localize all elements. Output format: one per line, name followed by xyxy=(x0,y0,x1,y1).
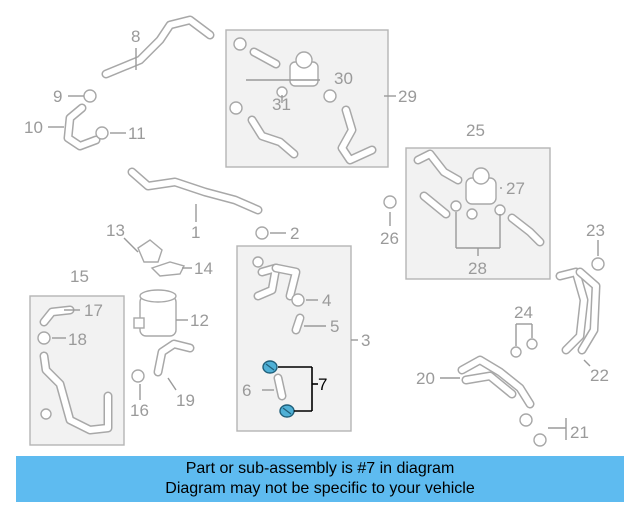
clamp-29-c xyxy=(323,89,337,103)
hose-6 xyxy=(273,373,287,401)
leader-lines xyxy=(48,48,599,440)
clamp-9 xyxy=(83,89,97,103)
hose-29-c xyxy=(337,105,377,165)
clamp-21-b xyxy=(533,433,547,447)
callout-3: 3 xyxy=(361,331,370,350)
clamp-24-a xyxy=(510,346,522,358)
callout-27: 27 xyxy=(506,179,525,198)
callout-9: 9 xyxy=(53,87,62,106)
hose-25-a xyxy=(413,149,463,185)
callout-22: 22 xyxy=(590,366,609,385)
hose-29-b xyxy=(247,115,299,159)
pipe-20 xyxy=(457,355,535,409)
callout-24: 24 xyxy=(514,303,533,322)
valve-27 xyxy=(465,167,497,205)
pipe-22 xyxy=(555,267,601,355)
pump-12 xyxy=(133,289,177,337)
clamp-7-upper[interactable] xyxy=(262,360,278,374)
callout-4: 4 xyxy=(322,291,331,310)
callout-1: 1 xyxy=(191,223,200,242)
clamp-26 xyxy=(383,195,397,209)
hose-19 xyxy=(153,339,195,377)
pipe-1 xyxy=(127,167,263,215)
clamp-7-lower[interactable] xyxy=(279,404,295,418)
callout-6: 6 xyxy=(242,381,251,400)
bolt-3 xyxy=(252,256,264,268)
hose-5 xyxy=(291,313,305,335)
clamp-18 xyxy=(37,331,51,345)
callout-30: 30 xyxy=(334,69,353,88)
callout-20: 20 xyxy=(416,369,435,388)
clamp-28-c xyxy=(494,204,506,216)
callout-23: 23 xyxy=(586,221,605,240)
banner-line-1: Part or sub-assembly is #7 in diagram xyxy=(185,460,455,477)
leader-7 xyxy=(278,366,318,412)
callout-7: 7 xyxy=(318,375,327,394)
hose-25-c xyxy=(507,213,545,247)
callout-29: 29 xyxy=(398,87,417,106)
clamp-4 xyxy=(291,293,305,307)
callout-14: 14 xyxy=(194,259,213,278)
hose-25-b xyxy=(419,191,451,219)
clamp-16 xyxy=(131,369,145,383)
callout-2: 2 xyxy=(290,224,299,243)
info-banner: Part or sub-assembly is #7 in diagram Di… xyxy=(16,456,624,502)
hose-29-a xyxy=(249,47,281,69)
clamp-11 xyxy=(95,126,109,140)
callout-5: 5 xyxy=(330,317,339,336)
pipe-3 xyxy=(253,263,301,301)
callout-13: 13 xyxy=(106,221,125,240)
pipe-15 xyxy=(39,351,113,435)
clamp-29-a xyxy=(233,37,247,51)
callout-28: 28 xyxy=(468,259,487,278)
bracket-13 xyxy=(137,239,163,263)
callout-18: 18 xyxy=(68,330,87,349)
callout-19: 19 xyxy=(176,391,195,410)
bolt-15 xyxy=(40,408,52,420)
clamp-28-b xyxy=(466,208,478,220)
clamp-23 xyxy=(591,257,605,271)
callout-17: 17 xyxy=(84,301,103,320)
bracket-14 xyxy=(150,261,186,277)
callout-12: 12 xyxy=(190,311,209,330)
hose-10 xyxy=(63,103,101,151)
banner-line-2: Diagram may not be specific to your vehi… xyxy=(165,480,475,497)
clamp-2 xyxy=(255,226,269,240)
clamp-29-b xyxy=(229,101,243,115)
callout-26: 26 xyxy=(380,229,399,248)
clamp-24-b xyxy=(526,338,538,350)
pipe-8 xyxy=(101,15,215,79)
clamp-28-a xyxy=(450,200,462,212)
callout-21: 21 xyxy=(570,423,589,442)
callout-10: 10 xyxy=(24,118,43,137)
callout-11: 11 xyxy=(128,124,146,143)
callout-25: 25 xyxy=(466,121,485,140)
callout-16: 16 xyxy=(130,401,149,420)
clamp-21-a xyxy=(519,413,533,427)
callout-31: 31 xyxy=(272,95,291,114)
callout-15: 15 xyxy=(70,267,89,286)
callout-8: 8 xyxy=(131,27,140,46)
